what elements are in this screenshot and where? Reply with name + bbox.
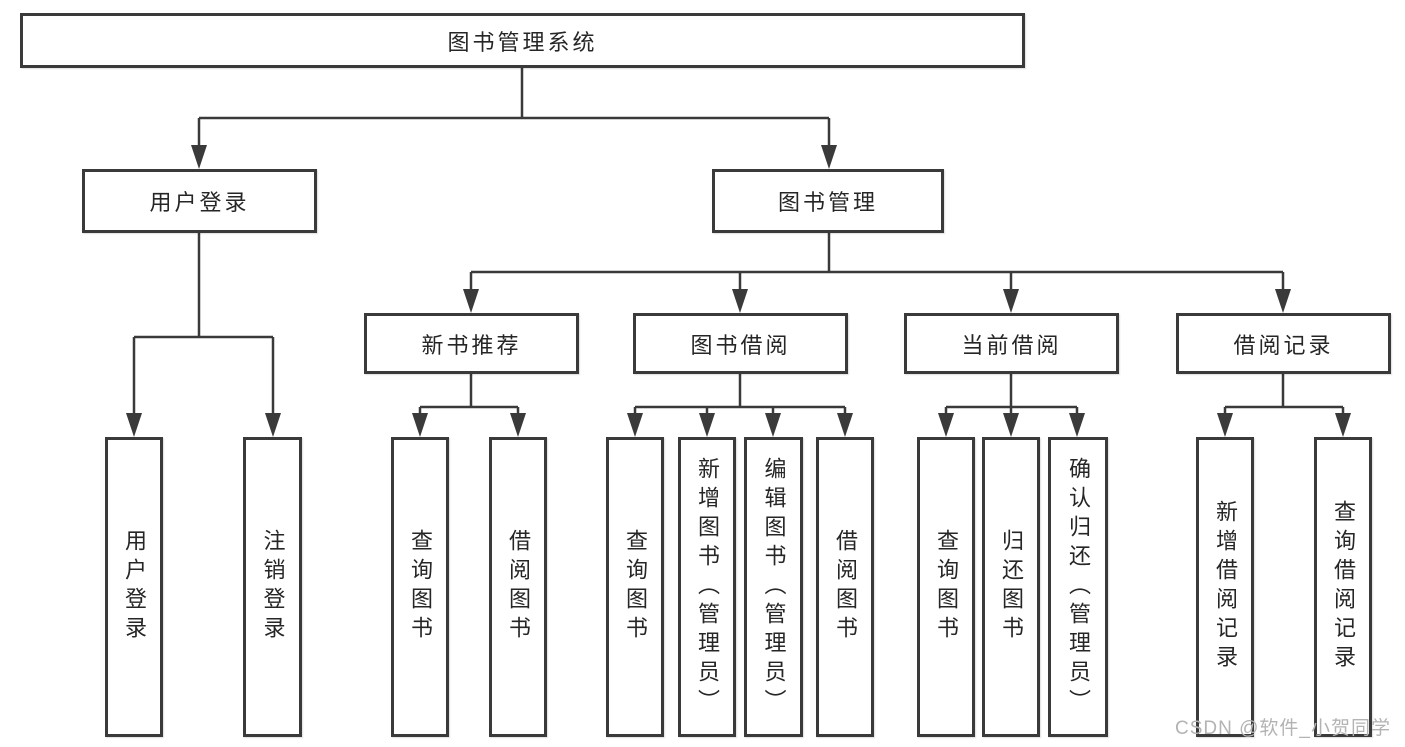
node-book-borrowing: 图书借阅 [633,313,848,374]
node-label: 借阅记录 [1233,332,1334,358]
node-borrowing-records: 借阅记录 [1176,313,1391,374]
leaf-confirm-return-admin: 确认归还（管理员） [1048,437,1108,737]
node-new-book-recommend: 新书推荐 [364,313,579,374]
node-label: 图书管理 [777,190,878,215]
leaf-query-books-current: 查询图书 [917,437,975,737]
leaf-logout: 注销登录 [243,437,302,737]
arrow-down-icon [126,145,1351,437]
node-label: 新书推荐 [421,332,522,358]
leaf-query-books-borrowing: 查询图书 [606,437,664,737]
leaf-add-borrow-record: 新增借阅记录 [1196,437,1254,737]
node-library-management-system: 图书管理系统 [20,13,1025,68]
leaf-edit-book-admin: 编辑图书（管理员） [744,437,803,737]
node-label: 用户登录 [149,190,250,215]
node-label: 图书借阅 [690,332,791,358]
node-label: 图书管理系统 [447,29,598,55]
leaf-label: 借阅图书 [833,529,858,645]
leaf-label: 查询图书 [408,529,433,645]
leaf-borrow-books: 借阅图书 [816,437,874,737]
node-user-login: 用户登录 [82,169,317,233]
leaf-add-book-admin: 新增图书（管理员） [678,437,736,737]
node-current-borrowing: 当前借阅 [904,313,1119,374]
leaf-label: 编辑图书（管理员） [761,456,787,718]
leaf-label: 归还图书 [999,529,1024,645]
leaf-user-login: 用户登录 [105,437,163,737]
leaf-label: 查询借阅记录 [1331,500,1356,674]
leaf-label: 查询图书 [623,529,648,645]
leaf-label: 查询图书 [934,529,959,645]
leaf-label: 借阅图书 [506,529,531,645]
leaf-return-books: 归还图书 [982,437,1040,737]
leaf-label: 确认归还（管理员） [1066,456,1091,718]
leaf-label: 新增借阅记录 [1213,500,1238,674]
node-label: 当前借阅 [961,332,1062,358]
leaf-label: 新增图书（管理员） [695,456,720,718]
leaf-label: 注销登录 [260,529,286,645]
csdn-watermark: CSDN @软件_小贺同学 [1175,718,1391,739]
leaf-borrow-books-recommend: 借阅图书 [489,437,547,737]
leaf-query-books-recommend: 查询图书 [391,437,449,737]
node-book-management: 图书管理 [712,169,944,233]
leaf-query-borrow-record: 查询借阅记录 [1314,437,1372,737]
leaf-label: 用户登录 [122,529,147,645]
